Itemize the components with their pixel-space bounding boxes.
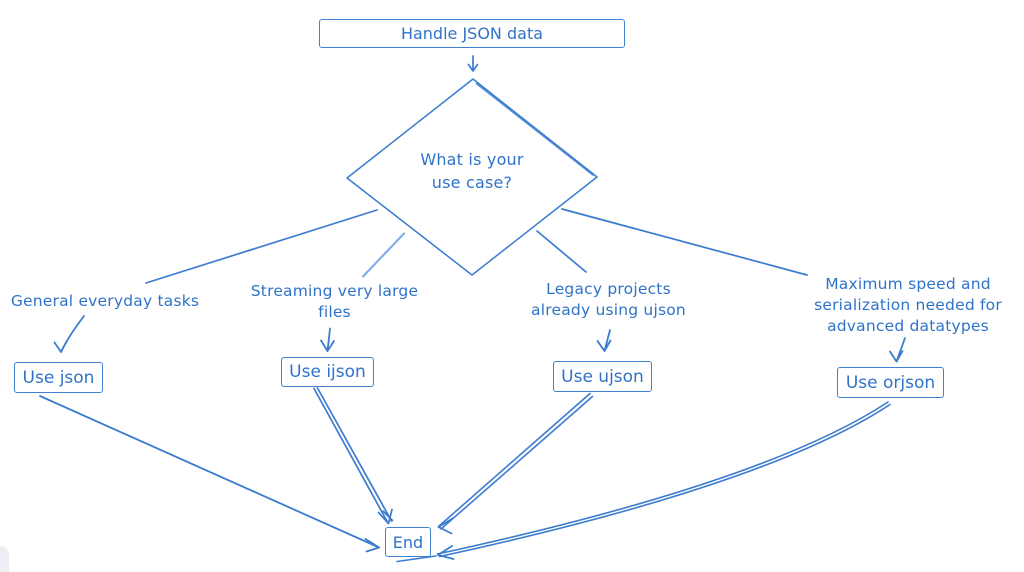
start-to-decision-arrow <box>467 55 479 72</box>
background-corner-shape <box>0 546 9 572</box>
result-node-json-label: Use json <box>22 367 95 388</box>
arrowhead <box>53 340 68 353</box>
arrowhead <box>596 339 612 352</box>
result-node-ijson-label: Use ijson <box>289 362 366 382</box>
arrowhead <box>437 545 455 560</box>
json-to-end-arrow <box>39 395 380 553</box>
arrow-line-double <box>316 387 393 522</box>
decision-diamond <box>346 78 598 276</box>
arrowhead <box>889 350 904 363</box>
condition-label-legacy: Legacy projects already using ujson <box>531 280 686 319</box>
condition-label-streaming: Streaming very large files <box>250 282 419 321</box>
arrow-to-use-orjson <box>889 337 906 363</box>
arrowhead <box>377 508 393 525</box>
arrow-line-double <box>440 395 594 530</box>
result-node-orjson: Use orjson <box>837 367 944 398</box>
condition-to-result-arrows <box>53 315 906 363</box>
decision-label: What is your use case? <box>420 150 524 192</box>
end-node: End <box>385 527 431 557</box>
arrow-to-use-json <box>53 315 85 353</box>
arrowhead <box>467 63 479 72</box>
end-node-label: End <box>392 532 424 552</box>
ijson-to-end-arrow <box>313 387 394 525</box>
result-node-orjson-label: Use orjson <box>845 372 936 393</box>
result-to-end-arrows <box>39 387 891 563</box>
arrow-to-use-ujson <box>596 329 612 352</box>
start-node: Handle JSON data <box>319 19 625 48</box>
arrowhead-double <box>382 510 394 522</box>
arrow-line <box>313 387 389 524</box>
arrow-overshoot <box>396 555 437 563</box>
branch-line-legacy <box>536 230 587 273</box>
result-node-json: Use json <box>14 362 103 393</box>
branch-line-general <box>145 209 378 284</box>
arrowhead <box>320 339 335 352</box>
branch-lines <box>145 208 808 284</box>
arrow-line <box>603 329 611 352</box>
arrow-line <box>437 392 591 528</box>
result-node-ujson-label: Use ujson <box>561 366 644 387</box>
arrowhead <box>364 538 380 553</box>
condition-label-general: General everyday tasks <box>10 292 200 310</box>
result-node-ijson: Use ijson <box>281 357 374 387</box>
arrow-line <box>326 327 331 352</box>
ujson-to-end-arrow <box>437 392 594 535</box>
orjson-to-end-arrow <box>396 401 891 563</box>
arrow-line <box>436 401 889 555</box>
arrow-line-double <box>438 403 891 558</box>
branch-line-maximum <box>561 208 808 276</box>
result-node-ujson: Use ujson <box>553 361 652 392</box>
diamond-double-edge <box>475 82 595 176</box>
arrowhead <box>437 517 454 535</box>
arrow-to-use-ijson <box>320 327 335 352</box>
start-node-label: Handle JSON data <box>400 24 544 43</box>
branch-line-streaming <box>361 232 406 278</box>
arrow-line <box>39 395 380 549</box>
condition-label-maximum: Maximum speed and serialization needed f… <box>814 275 1002 335</box>
